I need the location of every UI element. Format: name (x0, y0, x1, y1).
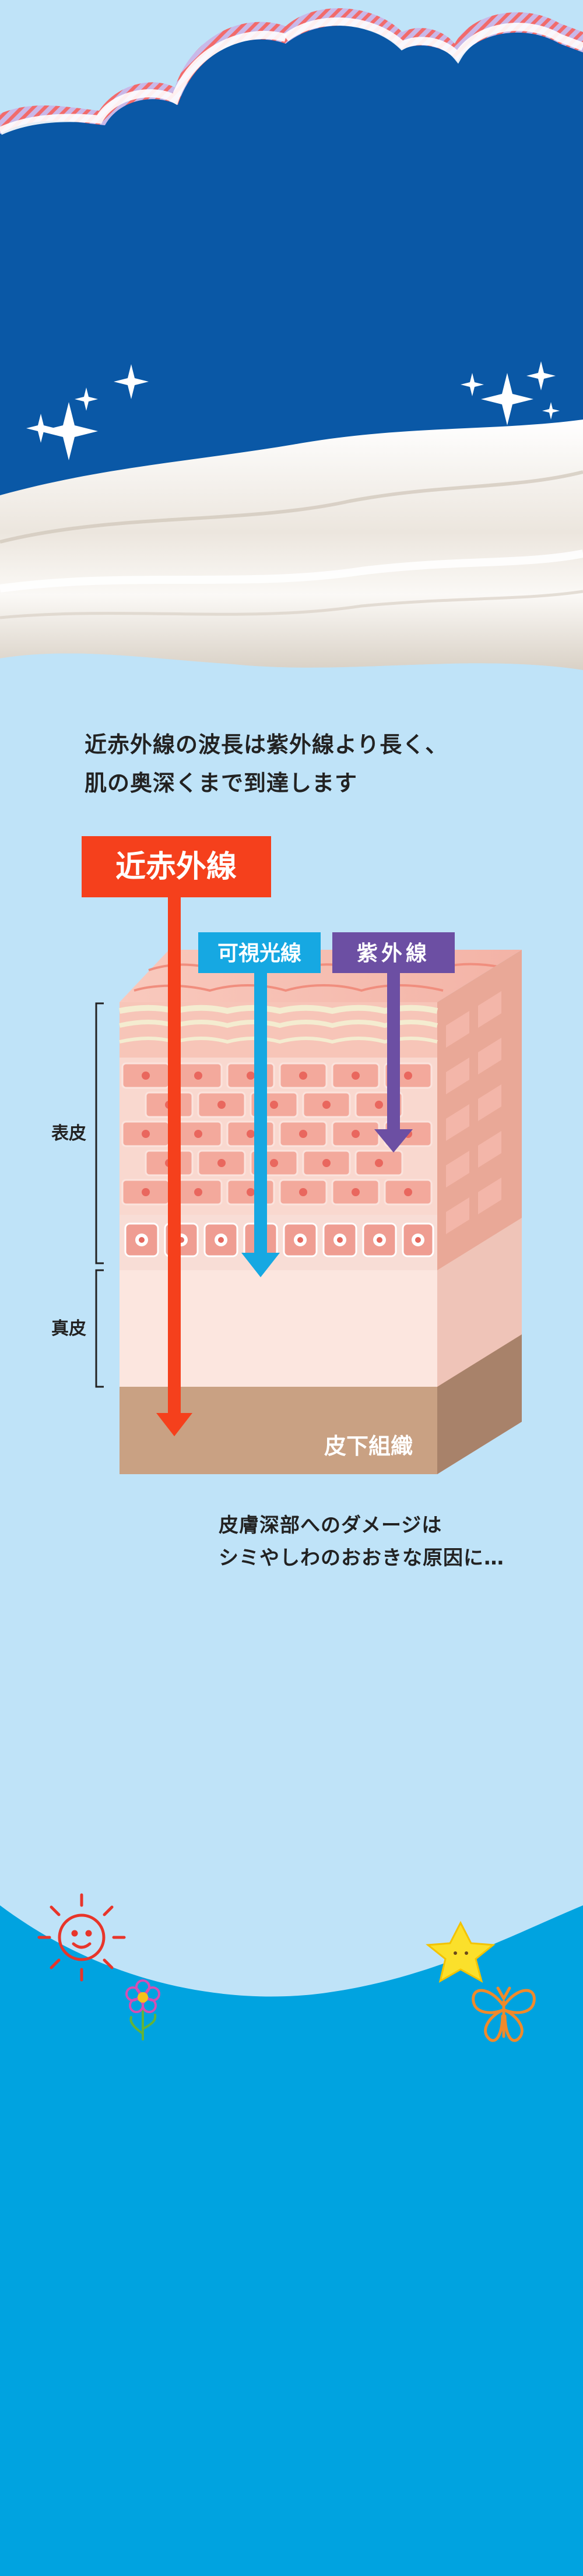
visible-light-label: 可視光線 (217, 942, 301, 965)
dermis-label: 真皮 (51, 1319, 86, 1339)
star-icon (426, 1920, 496, 1983)
caption-line-1: 皮膚深部へのダメージは (219, 1514, 442, 1537)
ultraviolet-label: 紫外線 (357, 942, 430, 965)
sparkle-icon (26, 361, 560, 460)
visible-light-label-box (198, 932, 321, 973)
headline: 近赤外線の波長は紫外線より長く、 肌の奥深くまで到達します (85, 725, 528, 802)
bottom-wave (0, 1905, 583, 2576)
caption-line-2: シミやしわのおおきな原因に… (219, 1546, 504, 1570)
visible-light-arrow (241, 967, 280, 1277)
caption: 皮膚深部へのダメージは シミやしわのおおきな原因に… (219, 1509, 545, 1574)
headline-line-1: 近赤外線の波長は紫外線より長く、 (85, 732, 448, 757)
subcutaneous-label: 皮下組織 (324, 1433, 413, 1459)
silk-wave (0, 420, 583, 699)
near-infrared-label-box (82, 836, 271, 897)
ultraviolet-arrow (374, 967, 413, 1153)
epidermis-label: 表皮 (51, 1123, 86, 1144)
butterfly-icon (472, 1986, 536, 2042)
flower-icon (125, 1979, 160, 2041)
near-infrared-label: 近赤外線 (115, 850, 237, 884)
near-infrared-arrow (156, 886, 192, 1436)
ultraviolet-label-box (332, 932, 455, 973)
sun-icon (37, 1893, 126, 1982)
layer-brackets (95, 1002, 104, 1388)
headline-line-2: 肌の奥深くまで到達します (85, 770, 358, 796)
